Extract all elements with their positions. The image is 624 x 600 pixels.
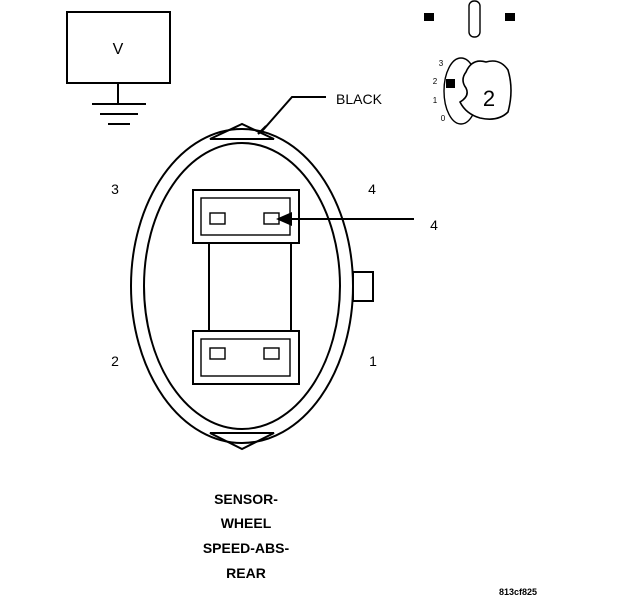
wire-color-label: BLACK xyxy=(336,91,383,107)
selected-position-number: 2 xyxy=(483,86,495,111)
bottom-key-tab xyxy=(209,432,275,451)
component-name-line-4: REAR xyxy=(226,565,266,581)
figure-id: 813cf825 xyxy=(499,587,537,597)
lower-terminal-inner xyxy=(200,338,291,377)
connector-outer-shell xyxy=(130,128,354,444)
position-number-0: 0 xyxy=(441,114,446,123)
switch-contact-left xyxy=(424,13,434,21)
connector-inner-shell xyxy=(143,142,341,430)
position-number-1: 1 xyxy=(433,96,438,105)
terminal-cavity-2 xyxy=(209,347,226,360)
position-pointer xyxy=(446,79,455,88)
position-number-2: 2 xyxy=(433,77,438,86)
ignition-switch-inset: 3 2 1 0 2 xyxy=(424,0,515,125)
position-number-3: 3 xyxy=(439,59,444,68)
voltmeter-label: V xyxy=(113,41,124,58)
component-name-line-2: WHEEL xyxy=(221,515,272,531)
connector-body xyxy=(130,122,374,451)
key-slot xyxy=(468,0,481,38)
wire-color-callout: BLACK xyxy=(257,91,383,135)
cavity-number-3: 3 xyxy=(111,181,119,197)
probe-callout: 4 xyxy=(276,212,438,233)
wire-leader-line xyxy=(262,96,326,131)
component-name-line-3: SPEED-ABS- xyxy=(203,540,290,556)
probe-arrowhead xyxy=(276,212,292,226)
probe-cavity-label: 4 xyxy=(430,217,438,233)
key-head xyxy=(458,60,512,120)
lower-terminal-block xyxy=(192,330,300,385)
voltmeter-symbol: V xyxy=(66,11,171,125)
upper-terminal-inner xyxy=(200,197,291,236)
terminal-cavity-1 xyxy=(263,347,280,360)
component-name-line-1: SENSOR- xyxy=(214,491,278,507)
cavity-number-1: 1 xyxy=(369,353,377,369)
cavity-number-2: 2 xyxy=(111,353,119,369)
terminal-cavity-4 xyxy=(263,212,280,225)
terminal-cavity-3 xyxy=(209,212,226,225)
center-web xyxy=(208,242,292,332)
cavity-number-4: 4 xyxy=(368,181,376,197)
component-name-block: SENSOR- WHEEL SPEED-ABS- REAR xyxy=(203,491,290,581)
switch-contact-right xyxy=(505,13,515,21)
side-latch xyxy=(352,271,374,302)
